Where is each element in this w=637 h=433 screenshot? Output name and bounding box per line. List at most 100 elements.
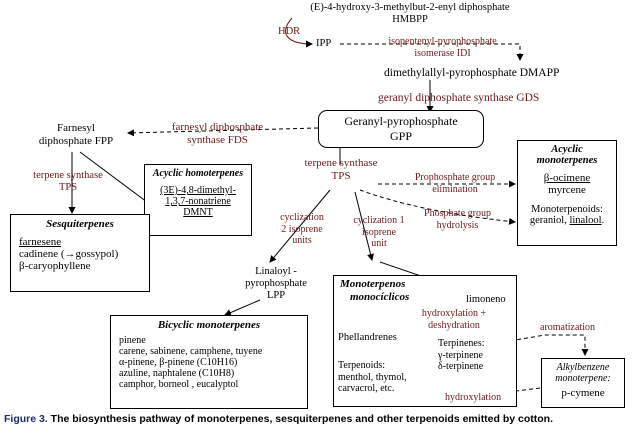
hyd-dehyd-line1: hydroxylation + — [421, 308, 487, 319]
idi-line2: isomerase IDI — [414, 47, 471, 59]
pinene: pinene — [119, 335, 146, 346]
pg-hydrolysis-label: Phosphate group hydrolysis — [410, 208, 505, 231]
bicyclic-title: Bicyclic monoterpenes — [157, 319, 261, 331]
alkylbenzene-title1: Alkylbenzene — [556, 362, 610, 373]
acyclic-homo-title: Acyclic homoterpenes — [152, 168, 244, 179]
cyc1-arrow — [354, 191, 374, 261]
limoneno: limoneno — [466, 294, 506, 305]
lpp-to-bicyclic-arrow — [224, 299, 261, 316]
farnesene: farnesene — [19, 236, 62, 248]
dmnt-line2: 1,3,7-nonatriene — [165, 196, 231, 207]
hdr-enzyme: HDR — [278, 26, 301, 37]
hdr-arrow — [285, 17, 313, 48]
alpha-beta-pinene: α-pinene, β-pinene (C10H16) — [119, 357, 238, 368]
azuline-line: azuline, naphtalene (C10H8) — [119, 368, 235, 379]
tps-center-enzyme: terpene synthase TPS — [296, 157, 386, 182]
tps-left-line1: terpene synthase — [33, 170, 103, 181]
linalool: linalool — [569, 215, 602, 226]
tps-left-line2: TPS — [58, 182, 78, 194]
hyd-dehyd-label: hydroxylation + deshydration — [394, 308, 514, 331]
alkylbenzene-title2: monoterpene: — [555, 373, 611, 384]
fds-enzyme: farnesyl diphosphate synthase FDS — [150, 121, 285, 146]
dmapp-label: dimethylallyl-pyrophosphate DMAPP — [384, 67, 560, 79]
pg-hydro-line2: hydrolysis — [436, 219, 479, 231]
fpp-label: Farnesyl diphosphate FPP — [22, 122, 130, 147]
fpp-line1: Farnesyl — [57, 122, 95, 134]
cyc2-line3: units — [292, 235, 312, 246]
tps-left-enzyme: terpene synthase TPS — [14, 170, 122, 194]
geraniol: geraniol, — [529, 215, 570, 226]
ocimene: β-ocimene — [543, 172, 591, 184]
monocyclic-title1: Monoterpenos — [340, 278, 406, 290]
caption-text: The biosynthesis pathway of monoterpenes… — [47, 413, 554, 425]
cyc1-label: cyclization 1 isoprene unit — [340, 215, 418, 250]
cyc2-line1: cyclization — [280, 212, 324, 223]
acyclic-monoterpenes-box: Acyclic monoterpenes β-ocimene myrcene M… — [517, 140, 617, 246]
camphor-line: camphor, borneol , eucalyptol — [119, 379, 239, 390]
gpp-name: Geranyl-pyrophosphate — [344, 114, 458, 128]
aromatization-label: aromatization — [540, 322, 595, 333]
cyc1-line2: isoprene — [362, 226, 396, 238]
hydroxylation-label: hydroxylation — [445, 392, 502, 403]
fpp-line2: diphosphate FPP — [38, 134, 114, 147]
fds-line2: synthase FDS — [187, 133, 248, 146]
lpp-line2: pyrophosphate — [245, 278, 307, 290]
gpp-abbr: GPP — [389, 129, 412, 143]
alkylbenzene-box: Alkylbenzene monoterpene: p-cymene — [541, 358, 625, 408]
idi-line1: isopentenyl-pyrophosphate — [388, 36, 497, 47]
terpenoids-label: Terpenoids: — [338, 360, 386, 371]
cyc1-line3: unit — [371, 238, 387, 249]
ppg-elim-line2: elimination — [432, 183, 478, 195]
monocyclic-monoterpenes-box: Monoterpenos monocíclicos limoneno hydro… — [333, 275, 517, 407]
myrcene: myrcene — [548, 184, 586, 196]
cyc2-arrow — [269, 189, 331, 263]
figure-caption: Figure 3. The biosynthesis pathway of mo… — [4, 413, 553, 425]
tps-center-line1: terpene synthase — [304, 157, 378, 169]
dmnt-abbr: DMNT — [183, 207, 213, 218]
fds-arrow — [127, 127, 319, 137]
fds-line1: farnesyl diphosphate — [171, 121, 264, 133]
ppg-elimination-label: Prophosphate group elimination — [400, 172, 510, 195]
lpp-label: Linaloyl - pyrophosphate LPP — [232, 266, 320, 302]
pg-hydro-line1: Phosphate group — [424, 208, 491, 219]
monocyclic-title2: monocíclicos — [350, 290, 410, 303]
monoterpenoids-label: Monoterpenoids: — [531, 204, 603, 215]
lpp-line1: Linaloyl - — [255, 266, 297, 277]
sesqui-title: Sesquiterpenes — [46, 218, 114, 230]
idi-arrow — [340, 43, 524, 61]
delta-terpinene: δ-terpinene — [438, 361, 484, 372]
gpp-node: Geranyl-pyrophosphate GPP — [318, 110, 484, 148]
cyc2-line2: 2 isoprene — [281, 223, 323, 235]
hmbpp-abbr: HMBPP — [392, 14, 428, 26]
terpenoids: Terpenoids: menthol, thymol, carvacrol, … — [338, 360, 407, 395]
terpenoids-line1: menthol, thymol, — [338, 371, 407, 383]
ipp-label: IPP — [316, 38, 332, 49]
period: . — [601, 215, 605, 226]
tps-center-line2: TPS — [331, 169, 351, 182]
hyd-dehyd-line2: deshydration — [428, 319, 480, 331]
figure-number: Figure 3. — [4, 413, 48, 425]
idi-enzyme: isopentenyl-pyrophosphate isomerase IDI — [375, 36, 510, 59]
gds-enzyme: geranyl diphosphate synthase GDS — [378, 92, 540, 104]
dmnt-line1: (3E)-4,8-dimethyl- — [160, 185, 236, 196]
lpp-line3: LPP — [266, 290, 286, 302]
caryophyllene: β-caryophyllene — [19, 260, 91, 272]
sesquiterpenes-box: Sesquiterpenes farnesene cadinene (→goss… — [10, 214, 150, 292]
ppg-elim-line1: Prophosphate group — [414, 172, 496, 183]
gamma-terpinene: γ-terpinene — [438, 349, 483, 361]
cyc1-line1: cyclization 1 — [353, 215, 405, 226]
bicyclic-monoterpenes-box: Bicyclic monoterpenes pinene carene, sab… — [110, 315, 308, 409]
cadinene: cadinene (→gossypol) — [19, 248, 119, 260]
acyclic-mono-title1: Acyclic — [551, 144, 583, 155]
carene-line: carene, sabinene, camphene, tuyene — [119, 346, 263, 357]
terpenoids-line2: carvacrol, etc. — [338, 383, 395, 394]
phellandrenes: Phellandrenes — [338, 332, 397, 343]
p-cymene: p-cymene — [561, 387, 605, 399]
cyc2-label: cyclization 2 isoprene units — [272, 212, 332, 247]
hmbpp-label: (E)-4-hydroxy-3-methylbut-2-enyl diphosp… — [300, 2, 520, 26]
acyclic-mono-title2: monoterpenes — [536, 155, 598, 166]
hmbpp-name: (E)-4-hydroxy-3-methylbut-2-enyl diphosp… — [310, 2, 510, 13]
terpinenes: Terpinenes: γ-terpinene δ-terpinene — [438, 338, 485, 373]
monoterpenoids-list: geraniol, linalool. — [518, 215, 616, 226]
pg-hydro-arrow — [359, 189, 516, 225]
